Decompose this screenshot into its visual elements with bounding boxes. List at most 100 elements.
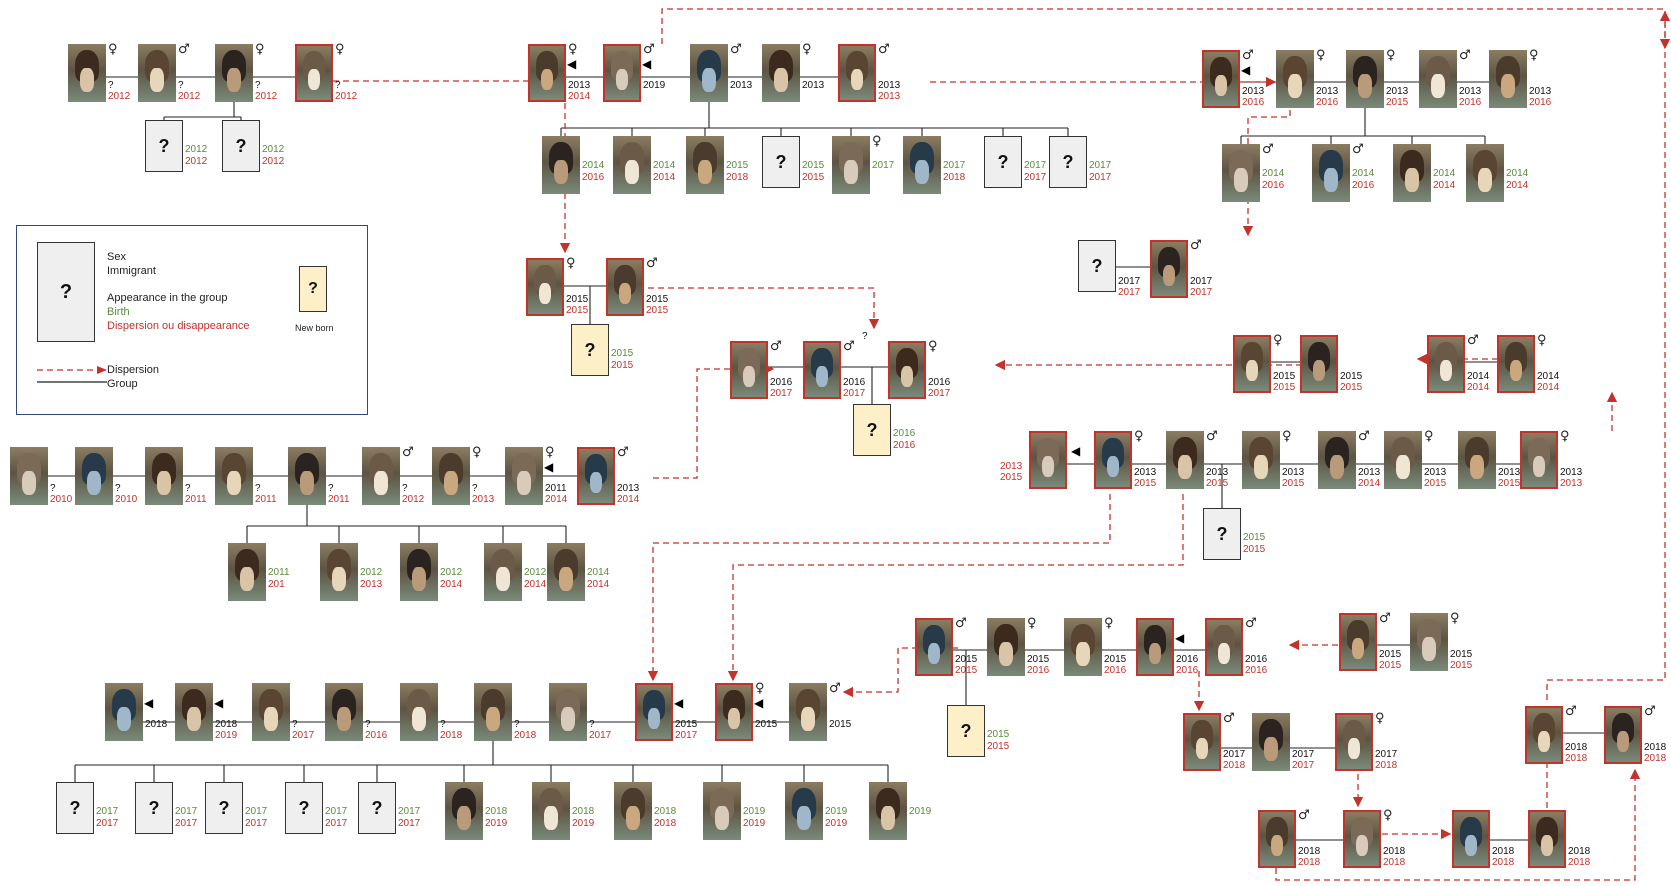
appearance-year: 2014 bbox=[1467, 371, 1490, 382]
immigrant-arrow-icon: ◀ bbox=[144, 696, 154, 710]
dispersion-year: 2016 bbox=[365, 730, 388, 741]
dispersion-year: 2016 bbox=[1262, 180, 1285, 191]
immigrant-arrow-icon: ◀ bbox=[1071, 444, 1081, 458]
appearance-year: 2017 bbox=[398, 806, 421, 817]
unknown-individual: ? bbox=[56, 782, 94, 834]
otter-photo bbox=[145, 447, 183, 505]
dispersion-year: 2014 bbox=[1433, 180, 1456, 191]
appearance-year: 2013 bbox=[1498, 467, 1521, 478]
appearance-year: 2019 bbox=[825, 806, 848, 817]
individual-photo bbox=[1064, 618, 1102, 676]
otter-photo bbox=[869, 782, 907, 840]
otter-chest bbox=[1478, 168, 1492, 192]
otter-chest bbox=[625, 160, 639, 184]
appearance-year: 2015 bbox=[802, 160, 825, 171]
individual-photo bbox=[1335, 713, 1373, 771]
dispersion-year: 2015 bbox=[1379, 660, 1402, 671]
otter-chest bbox=[1396, 455, 1410, 479]
individual-photo bbox=[1233, 335, 1271, 393]
appearance-year: 2013 bbox=[802, 80, 825, 91]
otter-photo bbox=[785, 782, 823, 840]
dispersion-year: 2012 bbox=[255, 91, 278, 102]
appearance-year: 2013 bbox=[1386, 86, 1409, 97]
otter-photo bbox=[252, 683, 290, 741]
appearance-year: ? bbox=[335, 80, 341, 91]
female-sex-symbol: ♀ bbox=[755, 681, 765, 696]
dispersion-year: 2015 bbox=[1386, 97, 1409, 108]
appearance-year: ? bbox=[328, 483, 334, 494]
appearance-year: 2016 bbox=[1176, 654, 1199, 665]
dispersion-year: 2015 bbox=[802, 172, 825, 183]
otter-photo bbox=[505, 447, 543, 505]
otter-photo bbox=[400, 543, 438, 601]
appearance-year: ? bbox=[472, 483, 478, 494]
individual-photo bbox=[987, 618, 1025, 676]
appearance-year: 2017 bbox=[1024, 160, 1047, 171]
otter-chest bbox=[187, 707, 201, 731]
otter-chest bbox=[264, 707, 278, 731]
otter-chest bbox=[1501, 74, 1515, 98]
legend: ? Sex Immigrant Appearance in the group … bbox=[16, 225, 368, 415]
otter-photo bbox=[1096, 433, 1130, 487]
individual-photo bbox=[474, 683, 512, 741]
appearance-year: 2013 bbox=[568, 80, 591, 91]
female-sex-symbol: ♀ bbox=[928, 339, 938, 354]
appearance-year: 2014 bbox=[582, 160, 605, 171]
individual-photo bbox=[1427, 335, 1465, 393]
appearance-year: 2018 bbox=[215, 719, 238, 730]
dispersion-year: 2018 bbox=[1568, 857, 1591, 868]
appearance-year: ? bbox=[50, 483, 56, 494]
dispersion-year: 2013 bbox=[360, 579, 383, 590]
otter-photo bbox=[532, 782, 570, 840]
female-sex-symbol: ♀ bbox=[1273, 333, 1283, 348]
appearance-year: ? bbox=[292, 719, 298, 730]
individual-photo bbox=[730, 341, 768, 399]
otter-chest bbox=[240, 567, 254, 591]
otter-chest bbox=[1312, 359, 1326, 382]
unknown-individual: ? bbox=[145, 120, 183, 172]
dispersion-year: 2017 bbox=[96, 818, 119, 829]
dispersion-year: 2018 bbox=[440, 730, 463, 741]
appearance-year: ? bbox=[365, 719, 371, 730]
dispersion-year: 2014 bbox=[617, 494, 640, 505]
appearance-year: 2015 bbox=[1450, 649, 1473, 660]
dispersion-year: 2013 bbox=[472, 494, 495, 505]
otter-photo bbox=[1312, 144, 1350, 202]
otter-chest bbox=[1509, 359, 1523, 382]
otter-chest bbox=[1178, 455, 1192, 479]
dispersion-year: 2015 bbox=[1498, 478, 1521, 489]
appearance-year: ? bbox=[402, 483, 408, 494]
otter-chest bbox=[486, 707, 500, 731]
otter-photo bbox=[320, 543, 358, 601]
individual-photo bbox=[1202, 50, 1240, 108]
female-sex-symbol: ♀ bbox=[1424, 429, 1434, 444]
otter-chest bbox=[517, 471, 531, 495]
appearance-year: 2018 bbox=[1644, 742, 1667, 753]
otter-photo bbox=[228, 543, 266, 601]
appearance-year: 2012 bbox=[185, 144, 208, 155]
floating-year-label: 2013 bbox=[1000, 461, 1023, 472]
otter-chest bbox=[881, 806, 895, 830]
dispersion-year: 2015 bbox=[1340, 382, 1363, 393]
male-sex-symbol: ♂ bbox=[770, 339, 782, 354]
dispersion-year: 2015 bbox=[611, 360, 634, 371]
appearance-year: 2015 bbox=[675, 719, 698, 730]
dispersion-year: 2018 bbox=[1644, 753, 1667, 764]
otter-chest bbox=[227, 68, 241, 92]
otter-photo bbox=[608, 260, 642, 314]
appearance-year: 2018 bbox=[145, 719, 168, 730]
individual-photo bbox=[68, 44, 106, 102]
female-sex-symbol: ♀ bbox=[1383, 808, 1393, 823]
dispersion-year: 2014 bbox=[568, 91, 591, 102]
dispersion-year: 201 bbox=[268, 579, 285, 590]
otter-chest bbox=[626, 806, 640, 830]
otter-chest bbox=[999, 642, 1013, 666]
dispersion-j-to-m bbox=[647, 494, 1111, 682]
otter-chest bbox=[850, 68, 864, 91]
otter-chest bbox=[702, 68, 716, 92]
dispersion-year: 2016 bbox=[1245, 665, 1268, 676]
male-sex-symbol: ♂ bbox=[1223, 711, 1235, 726]
male-sex-symbol: ♂ bbox=[1379, 611, 1391, 626]
female-sex-symbol: ♀ bbox=[335, 42, 345, 57]
appearance-year: ? bbox=[185, 483, 191, 494]
